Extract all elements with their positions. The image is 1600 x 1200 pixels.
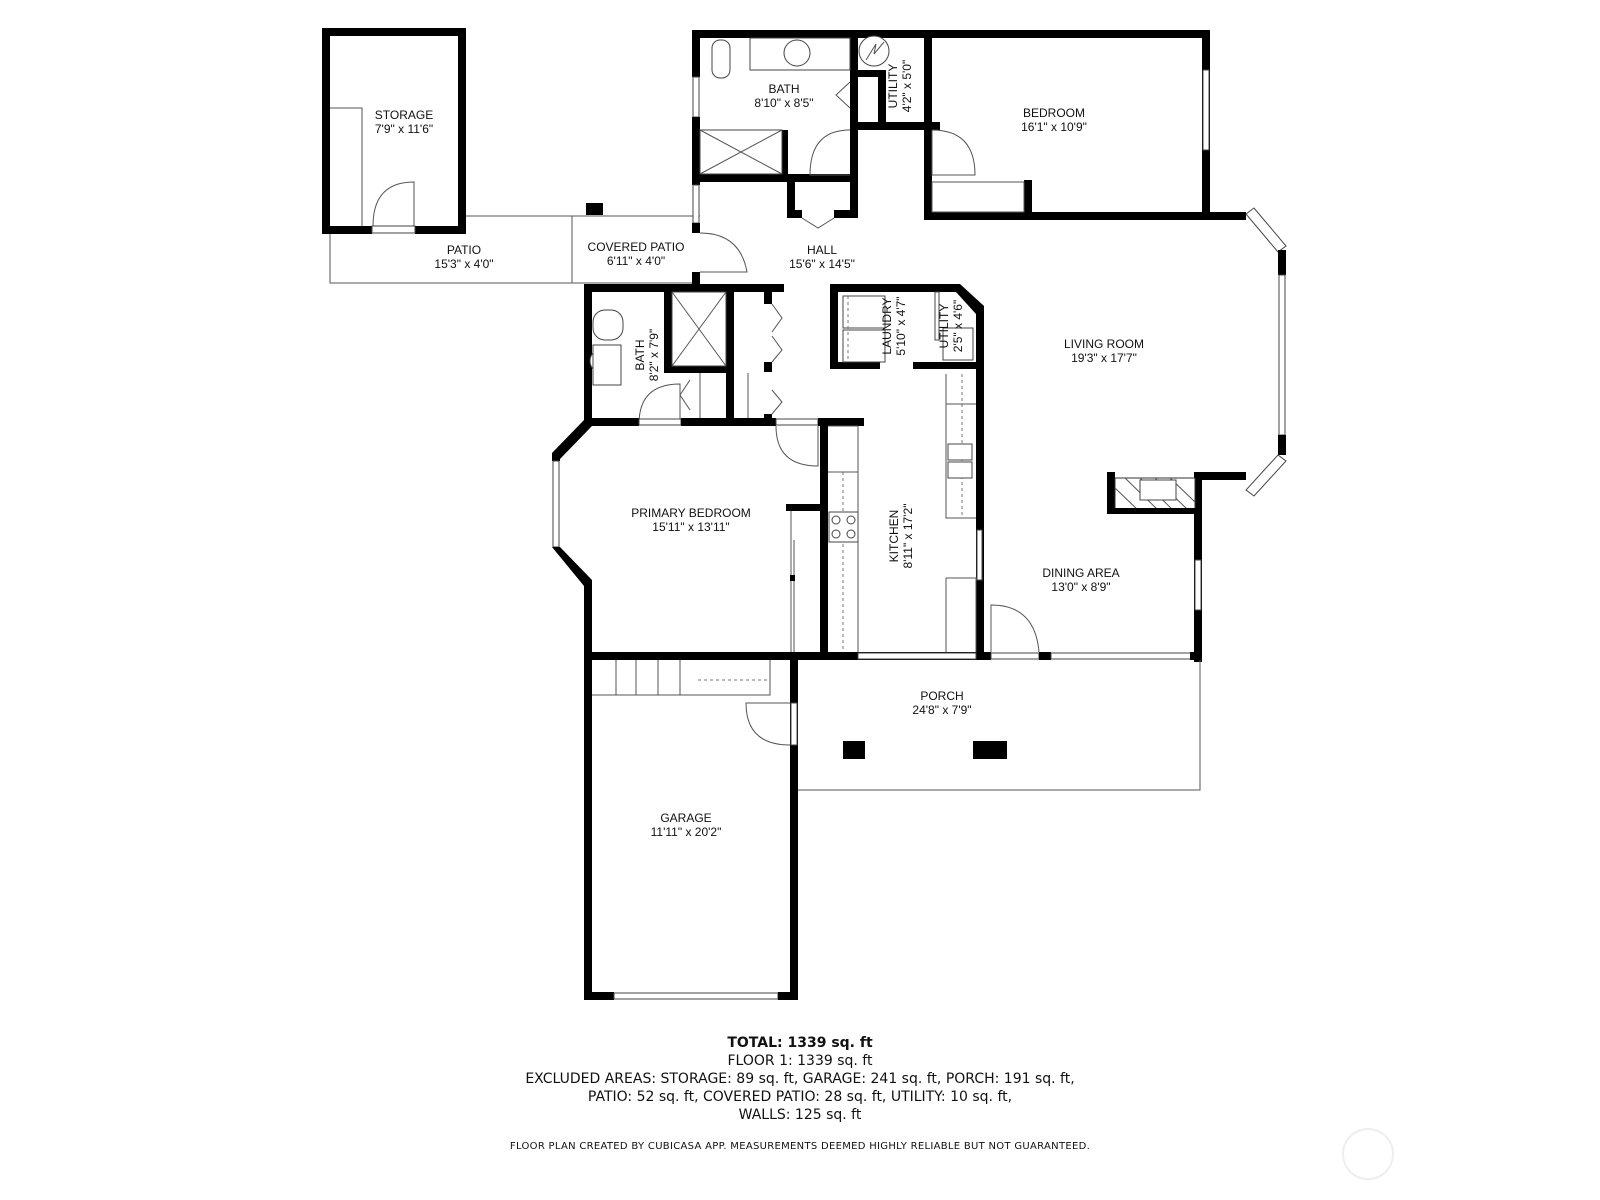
svg-text:LIVING ROOM: LIVING ROOM bbox=[1064, 337, 1144, 351]
svg-text:UTILITY: UTILITY bbox=[937, 304, 951, 349]
watermark-circle-icon bbox=[1342, 1128, 1394, 1180]
primary-bedroom-walls bbox=[552, 374, 983, 660]
garage-walls bbox=[584, 660, 798, 1000]
summary-excluded-line2: PATIO: 52 sq. ft, COVERED PATIO: 28 sq. … bbox=[587, 1089, 1013, 1105]
svg-text:COVERED PATIO: COVERED PATIO bbox=[588, 240, 685, 254]
laundry-walls bbox=[830, 284, 984, 656]
svg-text:11'11" x 20'2": 11'11" x 20'2" bbox=[651, 825, 722, 839]
fireplace bbox=[1107, 477, 1202, 514]
svg-text:PRIMARY BEDROOM: PRIMARY BEDROOM bbox=[631, 506, 751, 520]
summary-total: TOTAL: 1339 sq. ft bbox=[727, 1035, 873, 1051]
credit-text: FLOOR PLAN CREATED BY CUBICASA APP. MEAS… bbox=[509, 1141, 1091, 1152]
svg-text:4'2" x 5'0": 4'2" x 5'0" bbox=[900, 60, 914, 112]
svg-text:19'3" x 17'7": 19'3" x 17'7" bbox=[1071, 351, 1137, 365]
svg-text:5'10" x 4'7": 5'10" x 4'7" bbox=[894, 296, 908, 355]
svg-text:BATH: BATH bbox=[768, 82, 799, 96]
svg-text:HALL: HALL bbox=[807, 243, 837, 257]
svg-text:PORCH: PORCH bbox=[920, 689, 963, 703]
storage-room bbox=[322, 28, 466, 234]
svg-text:24'8" x 7'9": 24'8" x 7'9" bbox=[912, 703, 971, 717]
svg-text:PATIO: PATIO bbox=[447, 243, 481, 257]
svg-text:KITCHEN: KITCHEN bbox=[887, 510, 901, 563]
svg-text:BATH: BATH bbox=[633, 339, 647, 370]
svg-text:15'6" x 14'5": 15'6" x 14'5" bbox=[789, 257, 855, 271]
upper-walls bbox=[692, 30, 1244, 286]
patio-area bbox=[329, 203, 700, 284]
svg-text:13'0" x 8'9": 13'0" x 8'9" bbox=[1051, 580, 1110, 594]
svg-text:15'11" x 13'11": 15'11" x 13'11" bbox=[652, 520, 729, 534]
dining-walls bbox=[857, 604, 1202, 660]
svg-text:LAUNDRY: LAUNDRY bbox=[880, 297, 894, 354]
summary-excluded-line1: EXCLUDED AREAS: STORAGE: 89 sq. ft, GARA… bbox=[525, 1071, 1075, 1087]
summary-floor1: FLOOR 1: 1339 sq. ft bbox=[727, 1053, 873, 1069]
svg-text:7'9" x 11'6": 7'9" x 11'6" bbox=[375, 122, 433, 136]
svg-text:2'5" x 4'6": 2'5" x 4'6" bbox=[951, 300, 965, 352]
porch-area bbox=[798, 660, 1201, 791]
svg-text:UTILITY: UTILITY bbox=[886, 64, 900, 109]
svg-text:GARAGE: GARAGE bbox=[660, 811, 711, 825]
summary-walls: WALLS: 125 sq. ft bbox=[738, 1107, 862, 1123]
svg-text:8'11" x 17'2": 8'11" x 17'2" bbox=[901, 504, 915, 569]
svg-text:BEDROOM: BEDROOM bbox=[1023, 106, 1085, 120]
svg-text:STORAGE: STORAGE bbox=[375, 108, 433, 122]
svg-text:8'2" x 7'9": 8'2" x 7'9" bbox=[647, 329, 661, 381]
living-room-walls bbox=[1107, 207, 1287, 662]
svg-text:6'11" x 4'0": 6'11" x 4'0" bbox=[607, 254, 665, 268]
svg-text:16'1" x 10'9": 16'1" x 10'9" bbox=[1021, 120, 1087, 134]
svg-text:DINING AREA: DINING AREA bbox=[1042, 566, 1119, 580]
svg-text:15'3" x 4'0": 15'3" x 4'0" bbox=[434, 257, 493, 271]
svg-text:8'10" x 8'5": 8'10" x 8'5" bbox=[754, 96, 813, 110]
lower-bath-walls bbox=[584, 284, 864, 426]
